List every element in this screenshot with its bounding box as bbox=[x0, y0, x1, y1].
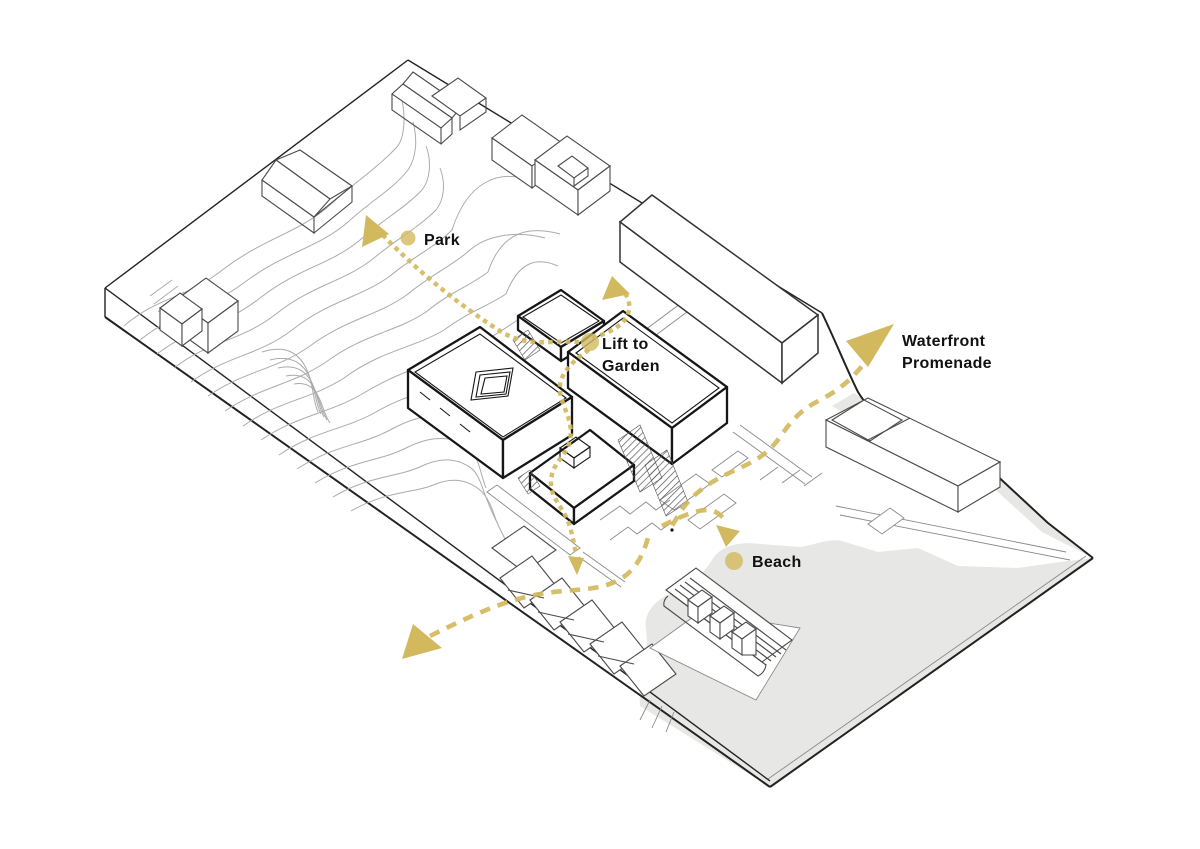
beach-node-marker bbox=[725, 552, 743, 570]
context-buildings bbox=[159, 71, 1002, 701]
route-dotted-courtyard bbox=[548, 347, 591, 556]
diagram-labels: Park Lift to Garden Waterfront Promenade… bbox=[424, 232, 992, 571]
park-node-marker bbox=[400, 230, 416, 246]
beach-arrowhead-icon bbox=[716, 525, 740, 547]
main-buildings bbox=[406, 288, 729, 526]
context-boathouse bbox=[649, 567, 801, 701]
lift-node-marker bbox=[581, 333, 599, 351]
context-bar-building bbox=[618, 194, 820, 385]
beach-label: Beach bbox=[752, 554, 802, 571]
context-terraced-houses bbox=[491, 525, 677, 697]
waterfront-arrowhead-icon bbox=[846, 324, 894, 367]
courtyard-arrowhead-icon bbox=[568, 556, 584, 575]
southwest-arrowhead-icon bbox=[402, 624, 442, 659]
waterfront-promenade-label-line1: Waterfront bbox=[902, 333, 986, 350]
context-house bbox=[159, 277, 239, 355]
park-arrowhead-icon bbox=[362, 215, 389, 247]
context-house bbox=[391, 71, 487, 146]
waterfront-promenade-label-line2: Promenade bbox=[902, 355, 992, 372]
context-waterfront-building bbox=[824, 397, 1002, 513]
route-dashed-waterfront bbox=[666, 350, 875, 534]
context-barn bbox=[261, 149, 354, 235]
route-dashed-street bbox=[428, 533, 652, 639]
route-dashed-beach-spur bbox=[660, 507, 727, 529]
circulation-paths bbox=[362, 215, 894, 659]
park-label: Park bbox=[424, 232, 460, 249]
context-flat-block bbox=[491, 114, 611, 217]
building-gallery bbox=[406, 325, 574, 480]
lift-to-garden-label-line1: Lift to bbox=[602, 336, 649, 353]
stair-hatching bbox=[512, 329, 689, 517]
lift-to-garden-label-line2: Garden bbox=[602, 358, 660, 375]
terrain-contours bbox=[123, 99, 561, 557]
plaza-terraces bbox=[486, 297, 1071, 733]
garden-up-arrowhead-icon bbox=[602, 276, 630, 300]
